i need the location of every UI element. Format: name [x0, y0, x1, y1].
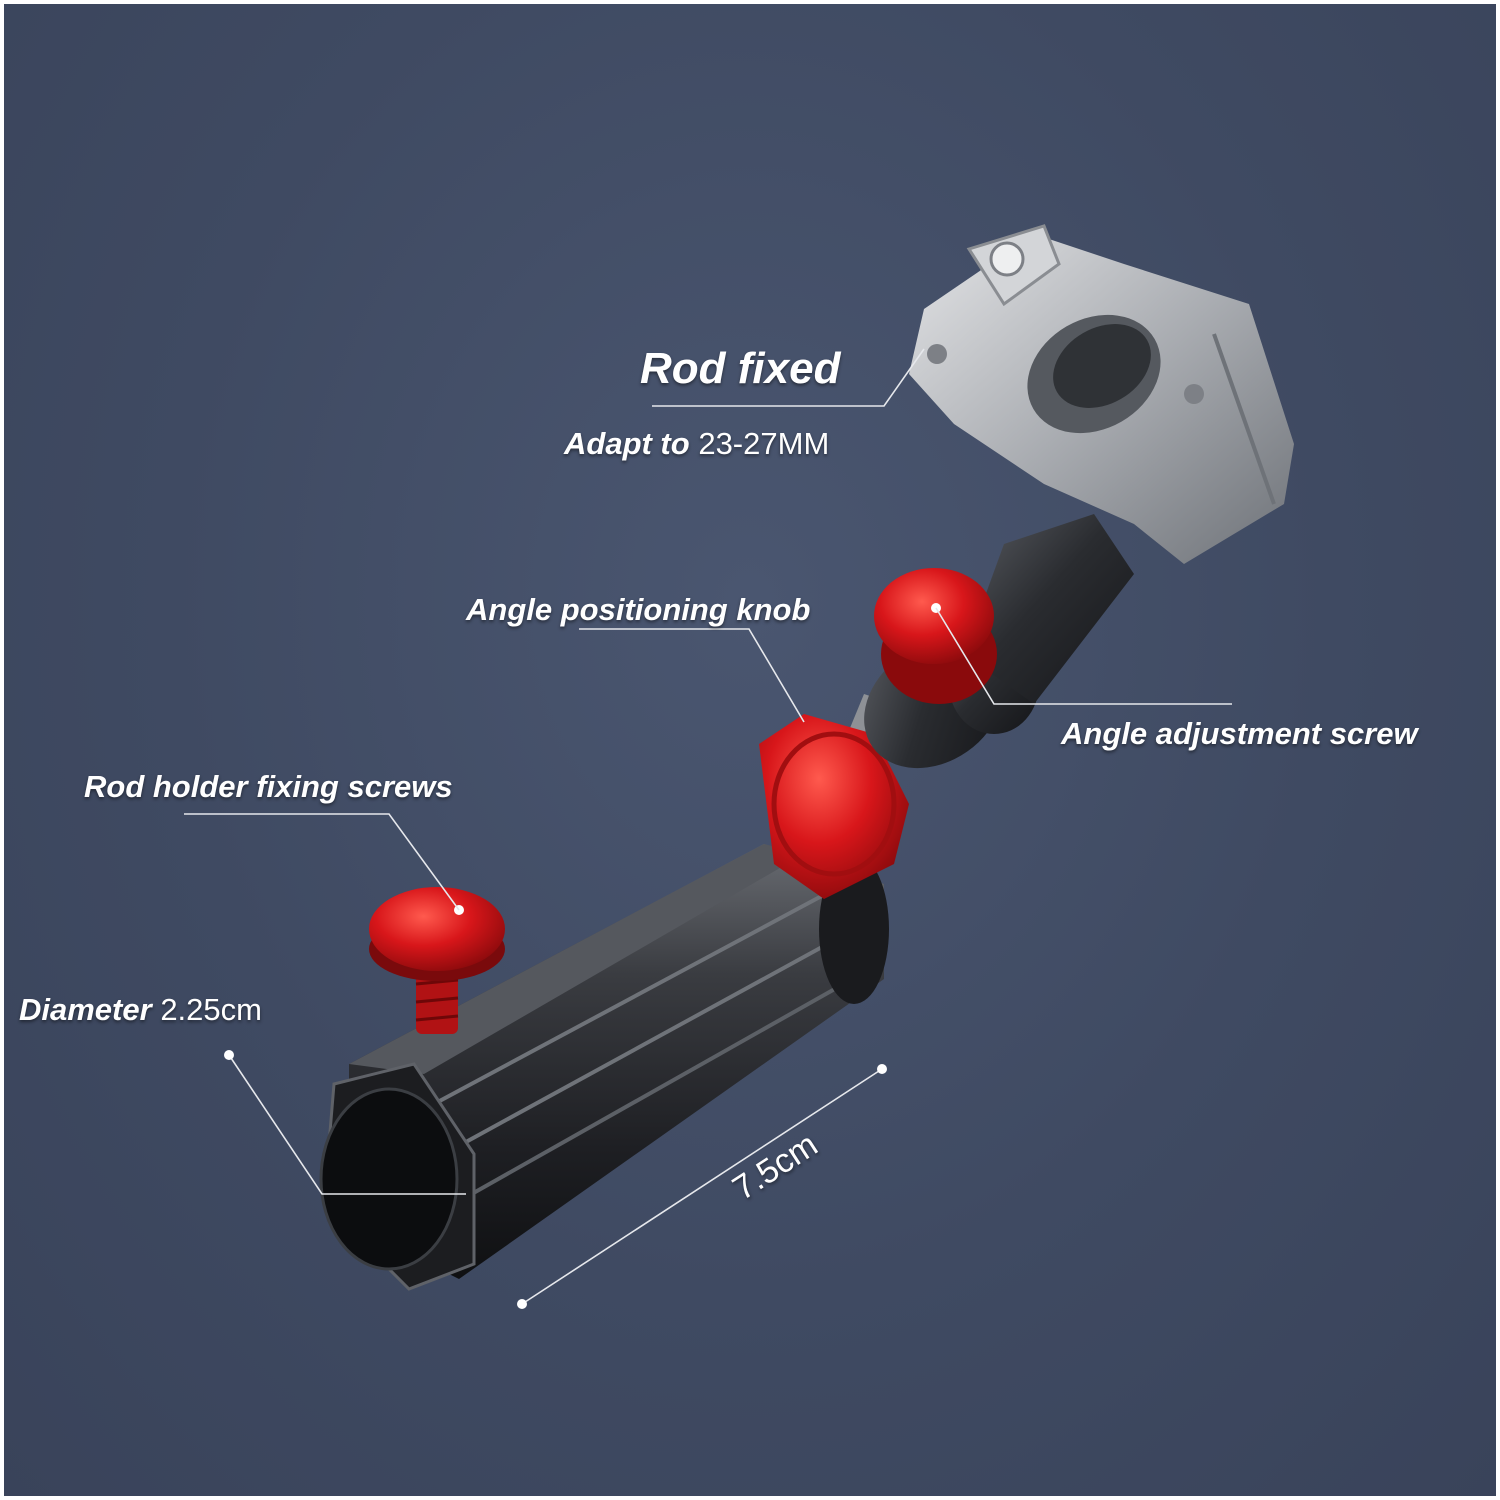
- rod-holder-fixing-knob: [369, 887, 505, 1034]
- rod-holder-tube: [319, 844, 889, 1291]
- length-dimension-line: [521, 1068, 883, 1305]
- callout-lines: [184, 348, 1232, 1305]
- angle-positioning-hex-nut: [759, 714, 909, 899]
- diameter-label: Diameter 2.25cm: [19, 992, 262, 1028]
- diameter-leader: [228, 1054, 466, 1195]
- adapt-prefix: Adapt to: [564, 426, 690, 461]
- holder-screws-leader: [184, 813, 460, 911]
- angle-knob-leader: [579, 628, 805, 723]
- angle-adjustment-knob: [874, 568, 997, 704]
- rod-fixed-leader: [652, 348, 925, 407]
- angle-adjustment-screw-label: Angle adjustment screw: [1061, 716, 1418, 751]
- angle-screw-leader: [935, 607, 1232, 705]
- adapt-range-label: Adapt to 23-27MM: [564, 426, 829, 462]
- rod-clamp: [909, 224, 1294, 564]
- callout-dots: [224, 1050, 887, 1309]
- rod-holder-fixing-screws-label: Rod holder fixing screws: [84, 769, 453, 804]
- diameter-value: 2.25cm: [160, 992, 262, 1027]
- product-image-frame: Rod fixed Adapt to 23-27MM Angle positio…: [4, 4, 1496, 1496]
- diameter-prefix: Diameter: [19, 992, 152, 1027]
- rod-fixed-label: Rod fixed: [640, 344, 841, 393]
- angle-positioning-knob-label: Angle positioning knob: [466, 592, 811, 627]
- adapt-value: 23-27MM: [698, 426, 830, 461]
- rod-holder-illustration: [184, 224, 1294, 1309]
